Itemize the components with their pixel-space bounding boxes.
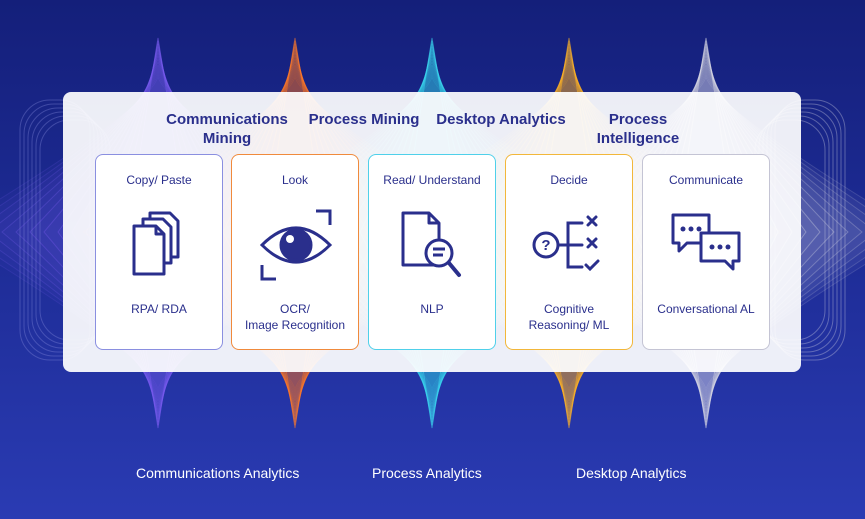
top-label-process-mining: Process Mining — [308, 111, 420, 128]
card-copy-paste: Copy/ Paste RPA/ RDA — [95, 154, 223, 350]
document-search-icon — [401, 211, 461, 277]
card-caption: Conversational AL — [657, 302, 755, 316]
card-caption: Cognitive Reasoning/ ML — [528, 302, 610, 332]
bottom-label-desktop-analytics: Desktop Analytics — [576, 465, 687, 481]
top-label-process-intelligence: Process Intelligence — [596, 111, 680, 147]
svg-text:?: ? — [541, 237, 550, 254]
bottom-label-communications-analytics: Communications Analytics — [136, 465, 300, 481]
decision-tree-icon: ? — [532, 215, 600, 272]
copy-documents-icon — [132, 211, 180, 276]
card-caption: RPA/ RDA — [131, 302, 187, 316]
card-title: Copy/ Paste — [126, 173, 192, 187]
top-label-communications-mining: Communications Mining — [166, 111, 288, 147]
top-label-desktop-analytics: Desktop Analytics — [436, 111, 566, 128]
card-title: Decide — [550, 173, 588, 187]
card-communicate: Communicate Conversational AL — [642, 154, 770, 350]
content-panel: Communications Mining Process Mining Des… — [63, 92, 801, 372]
card-title: Look — [281, 173, 309, 187]
card-caption: NLP — [420, 302, 444, 316]
card-title: Read/ Understand — [383, 173, 481, 187]
eye-scan-icon — [259, 209, 333, 281]
chat-bubbles-icon — [671, 213, 741, 271]
card-read-understand: Read/ Understand NLP — [368, 154, 496, 350]
card-title: Communicate — [668, 173, 744, 187]
card-look: Look OCR/ Image Recognition — [231, 154, 359, 350]
card-caption: OCR/ Image Recognition — [244, 302, 346, 332]
card-decide: Decide ? Cognitive Reasoning/ ML — [505, 154, 633, 350]
bottom-label-process-analytics: Process Analytics — [372, 465, 482, 481]
